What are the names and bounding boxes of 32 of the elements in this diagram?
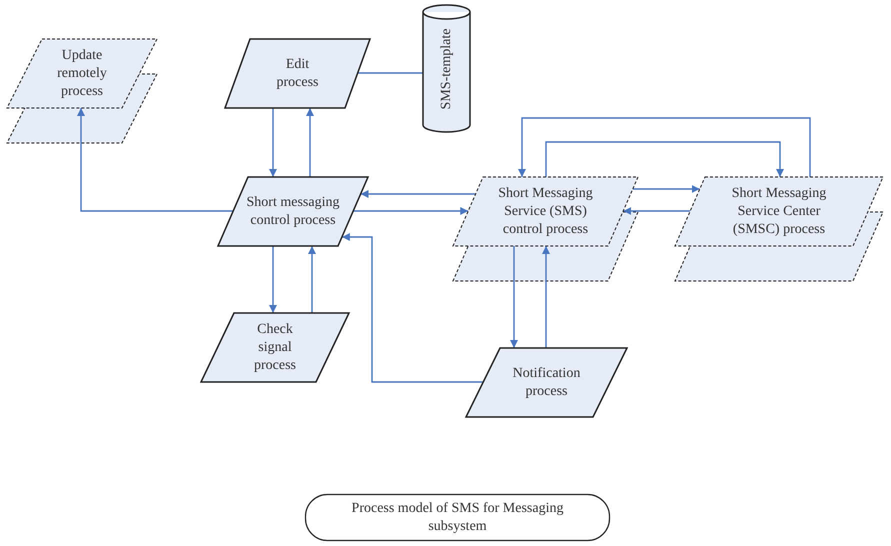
arrow <box>269 246 277 313</box>
process-label: Update remotely process <box>56 46 108 100</box>
arrow <box>77 108 234 212</box>
arrow <box>360 190 476 198</box>
process-parallelogram <box>675 177 883 246</box>
process-label: Short Messaging Service Center (SMSC) process <box>730 184 828 238</box>
arrow <box>306 108 314 177</box>
process-parallelogram <box>201 313 349 382</box>
process-parallelogram <box>453 177 638 246</box>
process-parallelogram <box>225 39 370 108</box>
arrow <box>510 246 518 348</box>
process-parallelogram <box>7 39 157 108</box>
database-cylinder <box>423 5 470 132</box>
process-parallelogram <box>466 348 627 417</box>
arrow <box>353 207 468 215</box>
process-label: Notification process <box>512 364 582 400</box>
process-label: Short messaging control process <box>246 194 340 230</box>
arrow <box>545 141 784 177</box>
caption-box <box>305 494 610 541</box>
process-label: Check signal process <box>253 320 297 374</box>
process-label: Edit process <box>276 56 320 92</box>
process-parallelogram <box>218 177 368 246</box>
arrow <box>269 108 277 177</box>
arrow <box>632 185 700 193</box>
arrow <box>542 246 550 348</box>
database-label: SMS-template <box>438 28 454 109</box>
arrow <box>342 233 484 383</box>
arrow <box>623 207 690 215</box>
arrow <box>308 246 316 313</box>
caption-text: Process model of SMS for Messaging subsystem <box>350 500 564 536</box>
process-label: Short Messaging Service (SMS) control process <box>497 184 594 238</box>
arrow <box>518 117 811 177</box>
